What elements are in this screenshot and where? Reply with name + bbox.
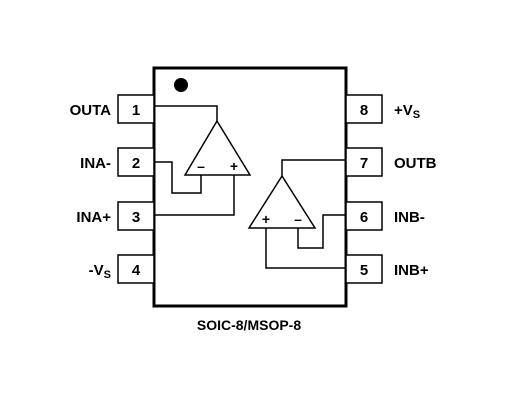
op-amp-a-minus-sign: –: [197, 158, 205, 174]
op-amp-b-noninverting-wire: [265, 228, 346, 269]
pin-7-box: [345, 147, 383, 177]
pin-6-number: 6: [360, 209, 368, 226]
pin-1-number: 1: [132, 102, 140, 119]
pin-4: 4 -VS: [89, 254, 155, 284]
op-amp-b-triangle: [247, 174, 317, 229]
pin-4-number: 4: [132, 262, 141, 279]
op-amp-a-inverting-wire: [154, 161, 202, 194]
pin-7: 7 OUTB: [345, 147, 437, 177]
pin-8-box: [345, 94, 383, 124]
pin-8: 8 +VS: [345, 94, 420, 124]
pin-6: 6 INB-: [345, 201, 425, 231]
pin-4-label-main: -V: [89, 262, 104, 279]
op-amp-a-triangle: [183, 119, 252, 176]
pin-6-box: [345, 201, 383, 231]
pin-7-label: OUTB: [394, 155, 437, 172]
pin-5: 5 INB+: [345, 254, 429, 284]
pin-4-label-sub: S: [104, 269, 111, 281]
pin-3-number: 3: [132, 209, 140, 226]
pin-1-label: OUTA: [70, 102, 112, 119]
pin-2-box: [117, 147, 155, 177]
pin-8-label-sub: S: [413, 109, 420, 121]
op-amp-b: + –: [247, 159, 346, 269]
pin-3: 3 INA+: [76, 201, 155, 231]
pin-2-number: 2: [132, 155, 140, 172]
pin-1-box: [117, 94, 155, 124]
pin-4-label: -VS: [89, 262, 111, 281]
pin-8-number: 8: [360, 102, 368, 119]
op-amp-b-plus-sign: +: [262, 211, 270, 227]
pin-8-label: +VS: [394, 102, 420, 121]
op-amp-b-output-wire: [281, 159, 346, 176]
op-amp-a-noninverting-wire: [154, 175, 235, 216]
op-amp-b-minus-sign: –: [294, 211, 302, 227]
op-amp-a-output-wire: [154, 105, 218, 121]
pin1-orientation-dot: [174, 78, 188, 92]
op-amp-b-inverting-wire: [297, 214, 346, 249]
op-amp-a-plus-sign: +: [230, 158, 238, 174]
pin-3-label: INA+: [76, 209, 111, 226]
ic-package-body: [152, 66, 348, 308]
package-caption: SOIC-8/MSOP-8: [197, 317, 301, 333]
pin-2: 2 INA-: [80, 147, 155, 177]
pin-4-box: [117, 254, 155, 284]
pin-5-label: INB+: [394, 262, 429, 279]
pin-7-number: 7: [360, 155, 368, 172]
pin-2-label: INA-: [80, 155, 111, 172]
pin-3-box: [117, 201, 155, 231]
pin-5-box: [345, 254, 383, 284]
pin-1: 1 OUTA: [70, 94, 155, 124]
pin-8-label-main: +V: [394, 102, 413, 119]
op-amp-a: – +: [154, 105, 252, 216]
pin-6-label: INB-: [394, 209, 425, 226]
pin-5-number: 5: [360, 262, 368, 279]
